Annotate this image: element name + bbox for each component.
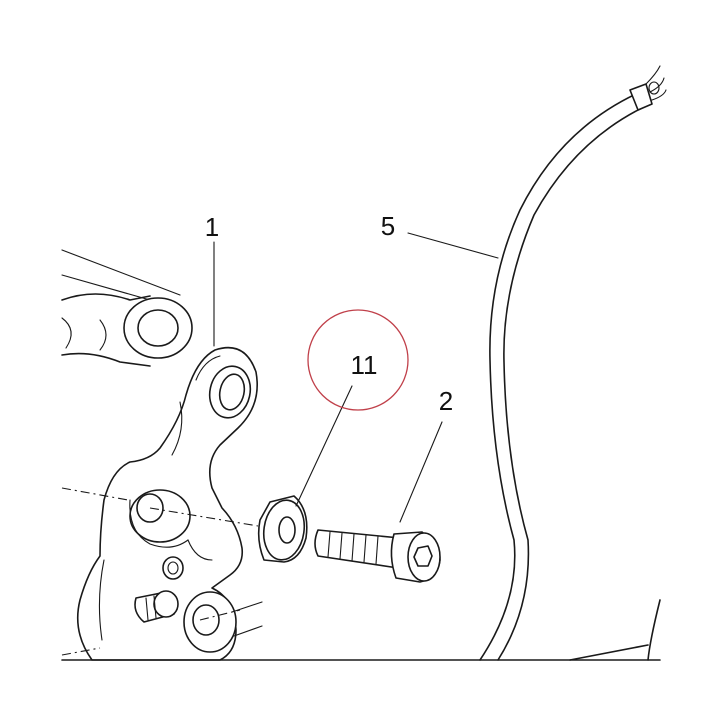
cable-part-5 — [479, 65, 667, 661]
housing-edge — [569, 599, 661, 661]
callout-1: 1 — [205, 212, 219, 242]
centerlines — [61, 487, 259, 656]
highlight-circle — [307, 309, 409, 411]
leader-lines — [213, 232, 499, 523]
callout-11: 11 — [351, 350, 378, 380]
callout-5: 5 — [381, 211, 395, 241]
cap-screw-part-2 — [314, 529, 441, 583]
bracket-part-1 — [76, 346, 263, 661]
callout-2: 2 — [439, 386, 453, 416]
frame-arm — [61, 249, 193, 367]
washer-part-11 — [257, 495, 308, 563]
